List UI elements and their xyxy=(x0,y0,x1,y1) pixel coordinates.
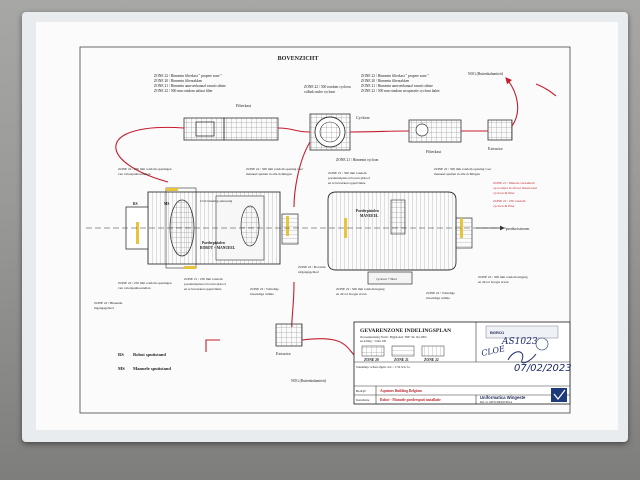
note-full-right: ZONE 22 / Volledige xyxy=(426,291,455,295)
svg-text:Extractor: Extractor xyxy=(488,146,504,151)
note-cabin-left-inner: ZONE 21 / 250 mm rondom xyxy=(184,277,223,281)
productstroom-label: productstroom xyxy=(506,226,530,231)
svg-text:en dit tot hoogte ervan: en dit tot hoogte ervan xyxy=(478,280,509,284)
filter-unit-left: Filterkast xyxy=(183,103,279,141)
svg-text:ZONE 21 / Binnenin aanvoerkana: ZONE 21 / Binnenin aanvoerkanaal vanuit … xyxy=(361,84,433,88)
zone-note-cyclone: ZONE 22 / 500 rondom cycloon vulbak onde… xyxy=(304,85,351,94)
filterkast-left-label: Filterkast xyxy=(236,103,252,108)
filter-unit-right: Filterkast xyxy=(408,119,462,154)
legend: RS Robot spuitstand MS Manuele spuitstan… xyxy=(118,352,171,371)
svg-text:MS: MS xyxy=(164,202,169,206)
svg-text:Bedrijf: Bedrijf xyxy=(356,389,366,393)
title-block-title: GEVARENZONE INDELINGSPLAN xyxy=(360,328,451,334)
svg-text:CO2 blussing aanwezig: CO2 blussing aanwezig xyxy=(200,199,233,203)
handwritten-id: AS1023 xyxy=(501,337,538,347)
svg-text:ZONE 20 / Binnenin filterzakke: ZONE 20 / Binnenin filterzakken xyxy=(361,79,409,83)
svg-text:ZONE 21 / Binnenin aanvoerkana: ZONE 21 / Binnenin aanvoerkanaal vanuit … xyxy=(154,84,226,88)
svg-text:op roosters in afvoer buiten n: op roosters in afvoer buiten naar xyxy=(493,186,538,190)
svg-text:vulbak onder cycloon: vulbak onder cycloon xyxy=(304,90,335,94)
svg-text:RS: RS xyxy=(133,202,138,206)
note-cabin-right-bottom: ZONE 22 / 500 mm rondom ingang xyxy=(336,287,385,291)
zone-note-filter-main: ZONE 22 / Binnenin filterkast " propere … xyxy=(154,74,226,93)
svg-text:RS: RS xyxy=(118,352,124,357)
svg-text:en dit tot hoogte ervan: en dit tot hoogte ervan xyxy=(336,292,367,296)
cyclone-unit: Cycloon xyxy=(309,113,370,151)
nog-bottom-label: NOG (Buitenkalamiteit) xyxy=(291,379,327,383)
note-transfer: ZONE 22 / Bovenin xyxy=(298,265,326,269)
svg-text:van robotspuittoestellen: van robotspuittoestellen xyxy=(118,286,151,290)
svg-text:MS: MS xyxy=(118,366,125,371)
zone-note-filter-right: ZONE 22 / Binnenin filterkast " propere … xyxy=(361,74,440,93)
note-cabin-left-bottom: ZONE 22 / 250 mm rondom openingen xyxy=(118,281,172,285)
svg-text:cycloon & filter: cycloon & filter xyxy=(493,204,516,208)
svg-text:poedernatpistool boven pistool: poedernatpistool boven pistool xyxy=(184,282,226,286)
extractor-bottom: Extractor xyxy=(275,323,303,356)
svg-text:Poederpistolen: Poederpistolen xyxy=(356,209,379,213)
svg-text:ZONE 22 / 500 mm rondom uitlaa: ZONE 22 / 500 mm rondom uitlaat filter xyxy=(154,89,213,93)
svg-text:inwendige ruimte: inwendige ruimte xyxy=(250,292,274,296)
svg-text:cycloon & filter: cycloon & filter xyxy=(493,191,516,195)
project-value: Aquimex Building Belgium xyxy=(380,389,422,393)
stamp-code: BGRO1 xyxy=(490,330,505,335)
svg-text:en te bewerken oppervlakte: en te bewerken oppervlakte xyxy=(328,181,366,185)
signature-scribble xyxy=(507,351,537,364)
svg-text:Ref. nr. ATEX/DRAW/001A: Ref. nr. ATEX/DRAW/001A xyxy=(480,401,512,404)
spray-cabin-left: CO2 blussing aanwezig Poederpistolen ROB… xyxy=(125,187,299,269)
svg-text:manueel spuiten in alle richti: manueel spuiten in alle richtingen xyxy=(434,172,480,176)
drawing-title: BOVENZICHT xyxy=(278,56,319,62)
svg-text:manueel spuiten in alle richti: manueel spuiten in alle richtingen xyxy=(246,172,292,176)
svg-text:ZONE 20 / Binnenin filterzakke: ZONE 20 / Binnenin filterzakken xyxy=(154,79,202,83)
svg-text:ZONE 22 / Binnenin filterkast: ZONE 22 / Binnenin filterkast " propere … xyxy=(361,74,430,78)
svg-text:ZONE 21: ZONE 21 xyxy=(394,358,409,362)
handwritten-date: 07/02/2023 xyxy=(514,363,572,374)
svg-text:Manuele spuitstand: Manuele spuitstand xyxy=(133,366,171,371)
svg-text:MANUEEL: MANUEEL xyxy=(360,214,379,218)
svg-text:Tekenhulp: schaal afgebr. doc.: Tekenhulp: schaal afgebr. doc. / 1:50 Sc… xyxy=(356,365,410,369)
note-cabin-left-opening: ZONE 22 / 250 mm rondom openingen xyxy=(118,167,172,171)
svg-text:ZONE 22 / Binnenin filterkast: ZONE 22 / Binnenin filterkast " propere … xyxy=(154,74,223,78)
install-value: Robot - Manuele poederspuit installatie xyxy=(380,398,441,402)
svg-text:ZONE 21 / Materie verzameld: ZONE 21 / Materie verzameld xyxy=(493,181,535,185)
svg-text:cycloon + filter: cycloon + filter xyxy=(376,277,398,281)
svg-text:Extractor: Extractor xyxy=(276,351,292,356)
svg-text:Overeenkomstig Norm : Bijgelon: Overeenkomstig Norm : Bijgelonsd. 'INE' … xyxy=(360,335,427,339)
company-name: Uniformatica Wingeste xyxy=(480,395,526,400)
extractor-top: Extractor xyxy=(487,119,513,151)
drawing-border xyxy=(79,46,571,414)
svg-text:ZONE 22 / 250 rondom: ZONE 22 / 250 rondom xyxy=(493,199,526,203)
svg-text:ZONE 20: ZONE 20 xyxy=(364,358,379,362)
svg-text:inwendige ruimte: inwendige ruimte xyxy=(426,296,450,300)
svg-text:Robot spuitstand: Robot spuitstand xyxy=(133,352,166,357)
note-entry-left: ZONE 22 / Binnenin xyxy=(94,301,123,305)
svg-text:ingangsgebied: ingangsgebied xyxy=(94,306,114,310)
nog-top-label: NOG (Buitenkalamiteit) xyxy=(468,72,504,76)
note-right-exit: ZONE 22 / 500 mm rondom uitgang xyxy=(478,275,528,279)
note-cabin-right-inner: ZONE 21 / 500 mm rondom xyxy=(328,171,367,175)
filterkast-right-label: Filterkast xyxy=(426,149,442,154)
svg-text:en Afzuig : 3 mei 100: en Afzuig : 3 mei 100 xyxy=(360,339,387,343)
svg-text:en te bewerken oppervlakte: en te bewerken oppervlakte xyxy=(184,287,222,291)
zone-note-cyclone-inner: ZONE 21 / Binnenin cycloon xyxy=(336,158,379,162)
svg-text:ROBOT + MANUEEL: ROBOT + MANUEEL xyxy=(200,246,236,250)
svg-text:van robotspuittoestellen: van robotspuittoestellen xyxy=(118,172,151,176)
cycloon-label: Cycloon xyxy=(356,115,370,120)
svg-text:ZONE 22 / 500 mm rondom recupe: ZONE 22 / 500 mm rondom recuperatie cycl… xyxy=(361,89,440,93)
svg-text:ZONE 22: ZONE 22 xyxy=(424,358,439,362)
drawing-sheet: BOVENZICHT Filterkast ZONE 22 / Binnenin… xyxy=(36,22,618,430)
svg-text:poedernatpistool boven pistool: poedernatpistool boven pistool xyxy=(328,176,370,180)
note-cabin-right: ZONE 22 / 500 mm rondom opening voor xyxy=(434,167,492,171)
note-full-left: ZONE 22 / Volledige xyxy=(250,287,279,291)
svg-text:Poederpistolen: Poederpistolen xyxy=(202,241,225,245)
svg-text:Installatie: Installatie xyxy=(356,398,370,402)
note-cabin-center: ZONE 22 / 500 mm rondom opening voor xyxy=(246,167,304,171)
spray-cabin-right: Poederpistolen MANUEEL cycloon + filter xyxy=(327,191,473,285)
plan-drawing: BOVENZICHT Filterkast ZONE 22 / Binnenin… xyxy=(79,46,572,414)
svg-text:uitgangsgebied: uitgangsgebied xyxy=(298,270,319,274)
svg-text:ZONE 22 / 500 rondom cycloon: ZONE 22 / 500 rondom cycloon xyxy=(304,85,351,89)
title-block: GEVARENZONE INDELINGSPLAN Overeenkomstig… xyxy=(353,321,571,405)
zone-note-outside: ZONE 21 / Materie verzameld op roosters … xyxy=(493,181,538,208)
